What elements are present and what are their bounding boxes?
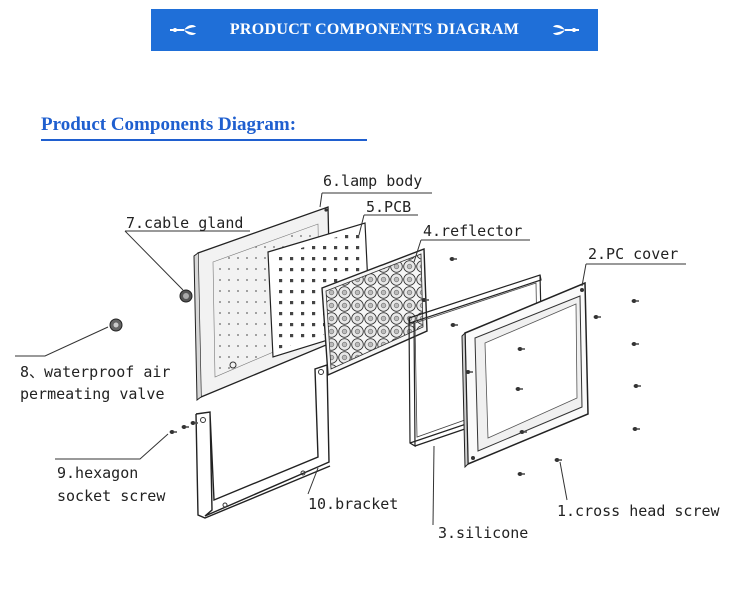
reflector (321, 247, 428, 377)
label-valve-line1: 8、waterproof air (20, 363, 171, 381)
label-bracket: 10.bracket (308, 495, 399, 513)
label-hex-line1: 9.hexagon (57, 464, 139, 482)
label-cable-gland: 7.cable gland (126, 214, 244, 232)
ornament-icon (170, 25, 196, 35)
label-reflector: 4.reflector (423, 222, 523, 240)
label-valve-line2: permeating valve (20, 385, 165, 403)
air-valve (109, 318, 123, 332)
bracket (195, 364, 331, 519)
ornament-icon (553, 25, 579, 35)
section-underline (41, 139, 367, 141)
pc-cover (461, 281, 589, 469)
label-lamp-body: 6.lamp body (323, 172, 423, 190)
leader-lines (15, 192, 686, 526)
label-silicone: 3.silicone (438, 524, 529, 542)
label-hex-line2: socket screw (57, 487, 166, 505)
label-pcb: 5.PCB (366, 198, 412, 216)
header-banner: PRODUCT COMPONENTS DIAGRAM (151, 9, 598, 51)
label-pc-cover: 2.PC cover (588, 245, 679, 263)
hex-screws (169, 421, 198, 434)
section-title: Product Components Diagram: (41, 114, 297, 135)
label-cross-screw: 1.cross head screw (557, 502, 720, 520)
banner-title: PRODUCT COMPONENTS DIAGRAM (229, 21, 520, 38)
cable-gland (179, 289, 193, 303)
